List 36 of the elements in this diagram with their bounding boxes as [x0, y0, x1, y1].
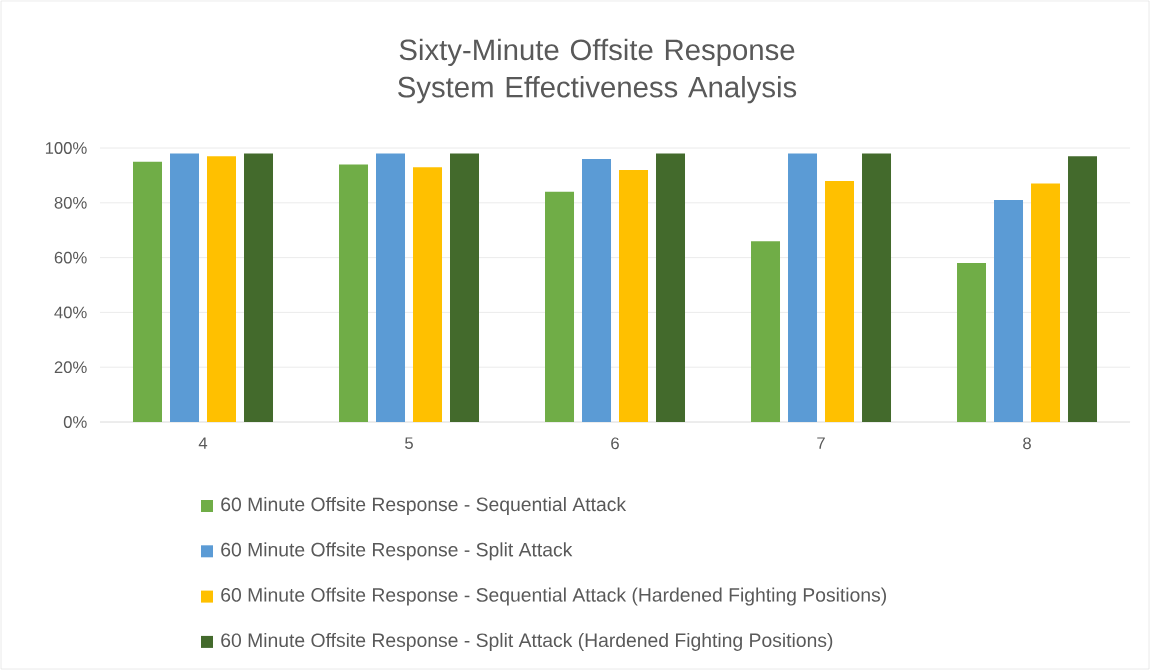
bar [957, 263, 987, 422]
bar [788, 153, 818, 422]
bar [619, 169, 649, 422]
bar [545, 191, 575, 422]
bar [133, 161, 162, 422]
bar [862, 153, 892, 422]
bar [170, 153, 200, 422]
y-tick-label: 60% [54, 251, 87, 264]
bar [413, 167, 443, 422]
x-tick-label: 8 [1023, 437, 1031, 450]
y-tick-label: 100% [45, 142, 87, 154]
bar [994, 200, 1024, 422]
bar [825, 180, 855, 422]
bar [1031, 183, 1061, 422]
x-tick-label: 4 [198, 437, 208, 449]
y-tick-label: 0% [63, 416, 87, 428]
bar [244, 153, 274, 422]
y-tick-label: 40% [54, 306, 87, 319]
legend-label: 60 Minute Offsite Response - Split Attack [221, 542, 573, 561]
x-tick-label: 6 [611, 437, 619, 450]
legend-label: 60 Minute Offsite Response - Sequential Attack (Hardened Fighting Positions) [221, 587, 886, 606]
y-tick-label: 20% [54, 361, 87, 374]
bar [376, 153, 406, 422]
bar [751, 241, 781, 422]
bar [450, 153, 480, 422]
bar [339, 164, 369, 422]
legend-label: 60 Minute Offsite Response - Split Attack (Hardened Fighting Positions) [221, 632, 833, 651]
x-tick-label: 5 [405, 437, 413, 450]
legend-label: 60 Minute Offsite Response - Sequential Attack [221, 497, 627, 515]
bar [207, 156, 236, 422]
bar [582, 158, 612, 422]
chart-title: Sixty-Minute Offsite Response System Effectiveness Analysis [398, 38, 797, 104]
y-tick-label: 80% [54, 196, 87, 209]
x-tick-label: 7 [817, 437, 825, 449]
bar [1068, 156, 1098, 422]
bar [656, 153, 686, 422]
